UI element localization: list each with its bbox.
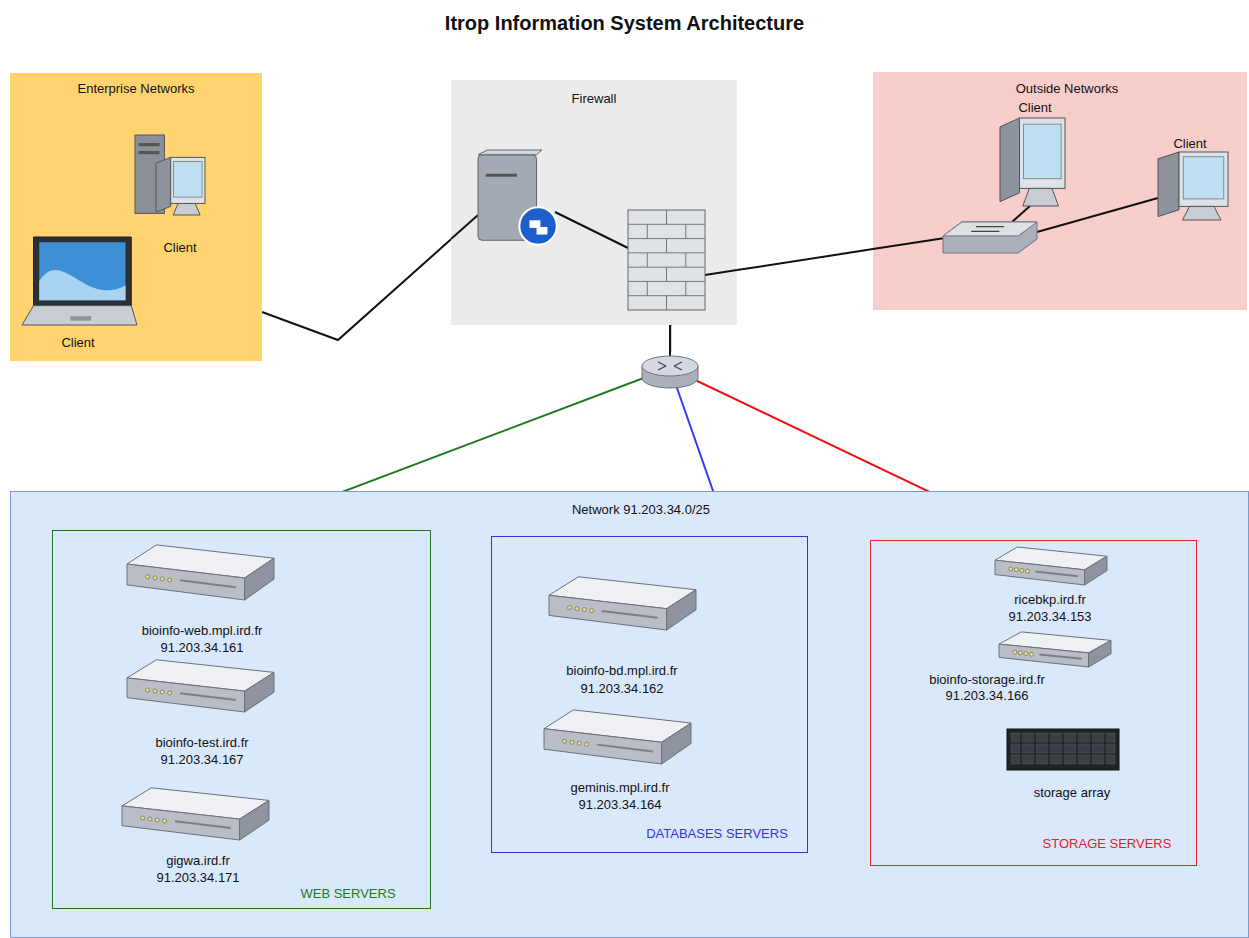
server-node: bioinfo-test.ird.fr 91.203.34.167	[120, 656, 284, 768]
server-node: ricebkp.ird.fr 91.203.34.153	[987, 543, 1112, 625]
node-label: Enterprise Networks	[77, 81, 194, 96]
network-zone: Outside NetworksClientClient	[873, 72, 1247, 310]
node-label: geminis.mpl.ird.fr	[571, 780, 670, 795]
server-group: WEB SERVERS bioinfo-web.mpl.ird.fr 91.203.…	[52, 530, 431, 909]
ip-address: 91.203.34.161	[160, 640, 243, 655]
node-label: WEB SERVERS	[300, 886, 395, 901]
server-node: bioinfo-bd.mpl.ird.fr 91.203.34.162	[540, 570, 704, 697]
node-icon	[451, 80, 737, 325]
router-icon	[642, 356, 698, 388]
server-node: bioinfo-web.mpl.ird.fr 91.203.34.161	[120, 540, 284, 654]
server-node: geminis.mpl.ird.fr 91.203.34.164	[535, 704, 699, 812]
node-icon	[120, 656, 284, 768]
node-label: ricebkp.ird.fr	[1014, 592, 1086, 607]
server-node: gigwa.ird.fr 91.203.34.171	[115, 782, 279, 886]
node-icon	[130, 130, 212, 256]
ip-address: 91.203.34.166	[945, 688, 1028, 703]
network-link	[737, 249, 873, 270]
diagram-title: Itrop Information System Architecture	[0, 12, 1249, 35]
node-label: DATABASES SERVERS	[646, 826, 788, 841]
storage-node: storage array	[1002, 726, 1127, 802]
client-node: Client	[130, 130, 212, 256]
node-label: bioinfo-test.ird.fr	[155, 735, 248, 750]
ip-address: 91.203.34.153	[1008, 609, 1091, 624]
ip-address: 91.203.34.162	[580, 681, 663, 696]
node-label: Firewall	[572, 91, 617, 106]
node-label: Outside Networks	[1016, 81, 1119, 96]
node-label: gigwa.ird.fr	[166, 853, 230, 868]
client-node: Client	[1155, 133, 1233, 223]
node-icon	[535, 704, 699, 812]
node-label: Network 91.203.34.0/25	[572, 502, 710, 517]
node-icon	[18, 232, 143, 350]
node-label: bioinfo-storage.ird.fr	[929, 672, 1045, 687]
node-label: Client	[1018, 100, 1051, 115]
node-label: STORAGE SERVERS	[1043, 836, 1172, 851]
node-label: storage array	[1034, 785, 1111, 800]
client-node: Client	[18, 232, 143, 350]
ip-address: 91.203.34.167	[160, 752, 243, 767]
client-node: Client	[995, 97, 1075, 209]
firewall-zone: Firewall	[451, 80, 737, 325]
ip-address: 91.203.34.171	[156, 870, 239, 885]
node-label: bioinfo-bd.mpl.ird.fr	[566, 663, 677, 678]
server-node: bioinfo-storage.ird.fr91.203.34.166	[912, 627, 1117, 703]
ip-address: 91.203.34.164	[578, 797, 661, 812]
network-link	[262, 239, 451, 340]
node-label: Client	[163, 240, 196, 255]
node-label: Client	[1173, 136, 1206, 151]
node-label: Client	[61, 335, 94, 350]
server-group: STORAGE SERVERS ricebkp.ird.fr 91.203.34.1…	[870, 540, 1197, 866]
node-label: bioinfo-web.mpl.ird.fr	[142, 623, 263, 638]
network-zone: Enterprise NetworksClientClient	[10, 73, 262, 361]
server-group: DATABASES SERVERS bioinfo-bd.mpl.ird.fr 91…	[491, 536, 808, 853]
network-band: Network 91.203.34.0/25WEB SERVERS bioinfo…	[10, 491, 1249, 938]
node-icon	[540, 570, 704, 697]
